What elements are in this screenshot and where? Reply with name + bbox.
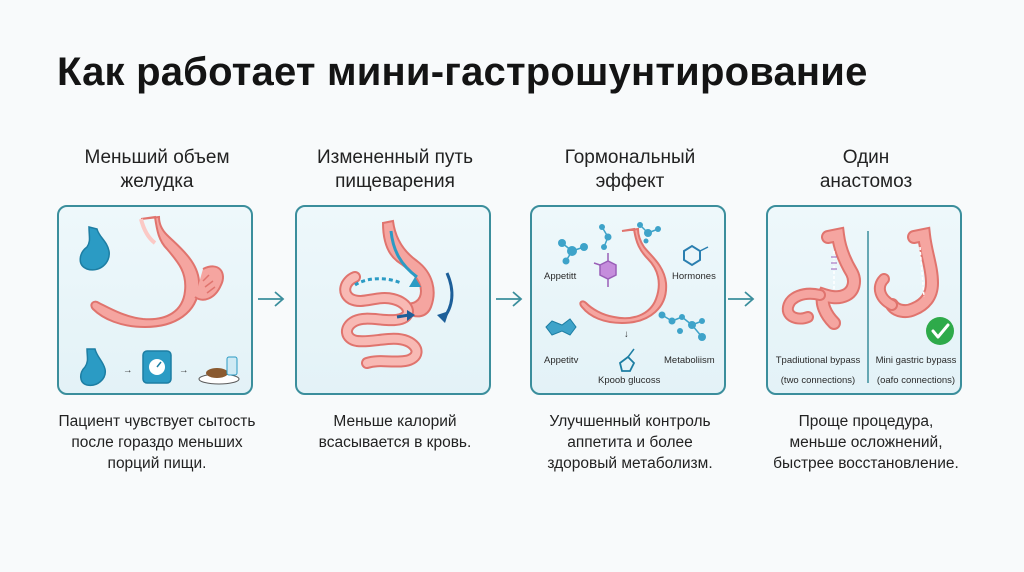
arrow-right-icon <box>728 291 755 307</box>
caption-line: меньше осложнений, <box>789 434 943 451</box>
caption-line: Пациент чувствует сытость <box>58 413 256 430</box>
illustration-panel: → → <box>57 205 253 395</box>
arrow-right-icon <box>496 291 523 307</box>
food-plate-icon <box>198 356 240 385</box>
mini-bypass-subtitle: (oafo connections) <box>877 375 955 386</box>
step-heading: Гормональный эффект <box>530 146 730 194</box>
molecule-icon <box>637 222 661 244</box>
heading-line: анастомоз <box>819 171 913 192</box>
stomach-illustration <box>579 227 668 325</box>
mini-bypass-title: Mini gastric bypass <box>876 355 957 366</box>
caption-line: здоровый метаболизм. <box>547 455 713 472</box>
arrow-down-icon: ↓ <box>624 329 629 340</box>
step-heading: Измененный путь пищеварения <box>295 146 495 194</box>
molecule-icon <box>683 244 709 267</box>
small-stomach-icon <box>80 348 106 387</box>
caption-line: всасывается в кровь. <box>318 434 472 451</box>
caption-line: аппетита и более <box>567 434 693 451</box>
molecule-icon <box>558 239 588 265</box>
heading-line: эффект <box>595 171 665 192</box>
label-glucose: Kpoob glucoss <box>598 375 661 386</box>
stomach-illustration <box>90 215 224 329</box>
heading-line: Гормональный <box>564 147 696 168</box>
molecule-icon <box>599 224 612 250</box>
digestive-tract-illustration <box>339 219 454 369</box>
arrow-right-icon <box>258 291 285 307</box>
step-caption: Пациент чувствует сытость после гораздо … <box>42 411 272 474</box>
page-title: Как работает мини-гастрошунтирование <box>57 50 868 94</box>
small-stomach-icon <box>79 226 110 271</box>
heading-line: пищеварения <box>335 171 455 192</box>
step-caption: Проще процедура, меньше осложнений, быст… <box>751 411 981 474</box>
heading-line: Меньший объем <box>84 147 230 168</box>
molecule-icon <box>658 311 706 341</box>
traditional-bypass-illustration <box>781 226 861 330</box>
step-caption: Меньше калорий всасывается в кровь. <box>280 411 510 453</box>
caption-line: Улучшенный контроль <box>549 413 711 430</box>
illustration-panel: Tpadiutional bypass (two connections) Mi… <box>766 205 962 395</box>
label-appetitt: Appetitt <box>544 271 577 282</box>
hormone-molecule-icon <box>593 253 617 287</box>
molecule-icon <box>545 318 577 336</box>
label-metabolism: Metaboliism <box>664 355 715 366</box>
mini-bypass-illustration <box>873 226 940 319</box>
heading-line: Один <box>842 147 890 168</box>
heading-line: желудка <box>120 171 194 192</box>
step-heading: Один анастомоз <box>766 146 966 194</box>
label-hormones: Hormones <box>672 271 716 282</box>
label-appetitv: Appetitv <box>544 355 579 366</box>
traditional-bypass-title: Tpadiutional bypass <box>776 355 861 366</box>
scale-icon <box>142 350 172 384</box>
check-icon <box>926 317 954 345</box>
molecule-icon <box>618 348 636 372</box>
step-caption: Улучшенный контроль аппетита и более здо… <box>515 411 745 474</box>
step-heading: Меньший объем желудка <box>57 146 257 194</box>
caption-line: после гораздо меньших <box>71 434 243 451</box>
caption-line: быстрее восстановление. <box>773 455 959 472</box>
illustration-panel <box>295 205 491 395</box>
caption-line: Проще процедура, <box>798 413 934 430</box>
arrow-right-icon: → <box>123 365 133 376</box>
heading-line: Измененный путь <box>317 147 473 168</box>
caption-line: Меньше калорий <box>333 413 457 430</box>
traditional-bypass-subtitle: (two connections) <box>781 375 855 386</box>
caption-line: порций пищи. <box>107 455 207 472</box>
illustration-panel: ↓ Appetitt Hormones Appetitv Metaboliism… <box>530 205 726 395</box>
arrow-right-icon: → <box>179 365 189 376</box>
